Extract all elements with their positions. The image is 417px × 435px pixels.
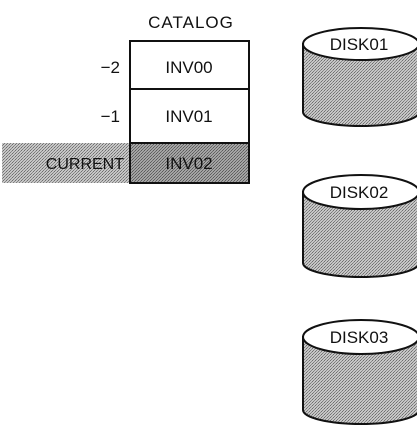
catalog-title: CATALOG	[148, 13, 234, 32]
disk-cylinder-top	[302, 319, 417, 355]
generation-label: −2	[101, 58, 120, 77]
disk-01: DISK01	[302, 27, 417, 127]
catalog-entry: INV00	[165, 58, 212, 77]
disk-cylinder-top	[302, 174, 417, 210]
disk-label: DISK01	[330, 35, 389, 54]
catalog-entry-current: INV02	[165, 154, 212, 173]
catalog-row-box-current	[129, 142, 250, 184]
generation-label: −1	[101, 107, 120, 126]
catalog-table: INV00 INV01 INV02	[129, 40, 250, 184]
current-generation-highlight	[2, 143, 130, 183]
disk-02: DISK02	[302, 174, 417, 278]
disk-label: DISK02	[330, 183, 389, 202]
generation-label-current: CURRENT	[46, 156, 124, 173]
catalog-row-box	[129, 88, 250, 144]
disk-03: DISK03	[302, 319, 417, 425]
disk-cylinder-top	[302, 27, 417, 61]
catalog-row-box	[129, 40, 250, 90]
catalog-entry: INV01	[165, 107, 212, 126]
disk-label: DISK03	[330, 328, 389, 347]
